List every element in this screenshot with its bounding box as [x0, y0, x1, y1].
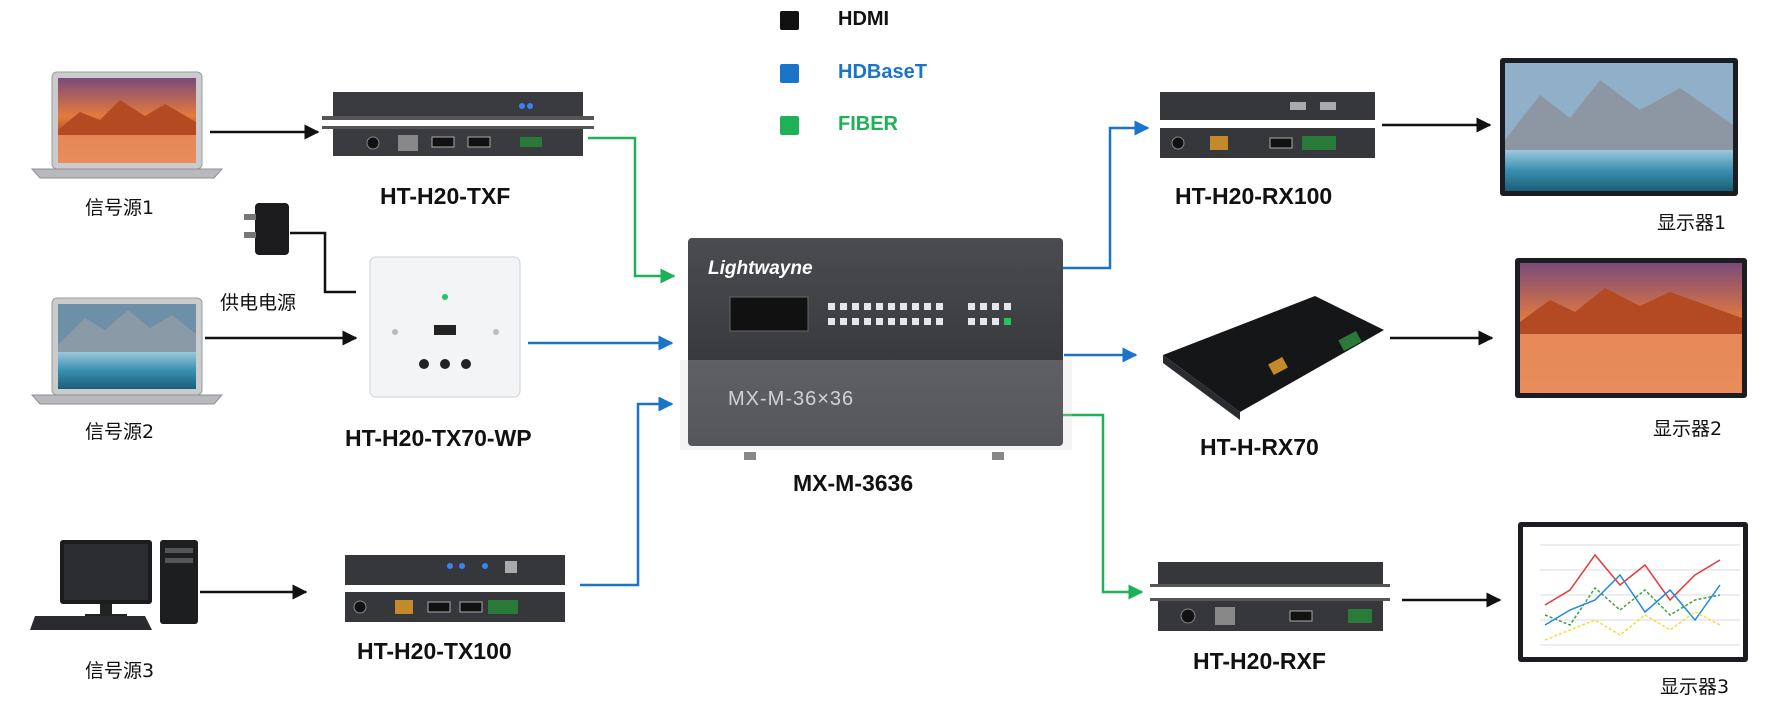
tx-label-tx70wp: HT-H20-TX70-WP	[345, 425, 532, 451]
fiber-txf-matrix	[588, 136, 676, 284]
source-label-3: 信号源3	[85, 660, 155, 682]
matrix-button-grid	[828, 303, 1011, 325]
txf-device	[322, 92, 594, 156]
display-monitor-icon-2	[1515, 258, 1747, 398]
matrix-switcher	[680, 238, 1072, 460]
laptop-icon-src2	[30, 297, 224, 405]
matrix-panel-model: MX-M-36×36	[728, 388, 855, 410]
display-monitor-icon-1	[1500, 58, 1738, 196]
rx-label-rx100: HT-H20-RX100	[1175, 183, 1333, 209]
legend-label-hdmi: HDMI	[838, 8, 890, 30]
tx-label-tx100: HT-H20-TX100	[357, 638, 512, 664]
laptop-icon-src1	[30, 71, 224, 179]
rx70-device	[1163, 296, 1384, 420]
fiber-matrix-rxf	[1060, 413, 1144, 600]
power-adapter-icon	[244, 203, 289, 255]
tx70wp-wallplate	[369, 256, 521, 398]
hdbaset-tx100-matrix	[580, 396, 674, 587]
tx-label-txf: HT-H20-TXF	[380, 183, 511, 209]
rxf-device	[1150, 562, 1390, 631]
source-label-2: 信号源2	[85, 421, 155, 443]
power-supply-label: 供电电源	[220, 292, 297, 314]
legend-label-hdbaset: HDBaseT	[838, 61, 927, 83]
legend-swatch-fiber	[780, 116, 799, 135]
display-label-2: 显示器2	[1653, 418, 1723, 440]
legend-swatch-hdmi	[780, 11, 799, 30]
display-monitor-icon-3	[1518, 522, 1748, 662]
hdbaset-matrix-rx100	[1056, 120, 1150, 270]
rx-label-rx70: HT-H-RX70	[1200, 434, 1319, 460]
desktop-pc-icon-src3	[30, 540, 198, 630]
rx100-device	[1160, 92, 1375, 158]
tx100-device	[345, 555, 565, 622]
matrix-brand: Lightwayne	[708, 258, 813, 279]
rx-label-rxf: HT-H20-RXF	[1193, 648, 1326, 674]
legend-label-fiber: FIBER	[838, 113, 898, 135]
power-cable	[290, 231, 356, 294]
display-label-1: 显示器1	[1657, 212, 1727, 234]
legend-swatch-hdbaset	[780, 64, 799, 83]
connections	[200, 117, 1502, 608]
source-label-1: 信号源1	[85, 197, 155, 219]
matrix-label: MX-M-3636	[793, 470, 914, 496]
display-label-3: 显示器3	[1660, 676, 1730, 698]
